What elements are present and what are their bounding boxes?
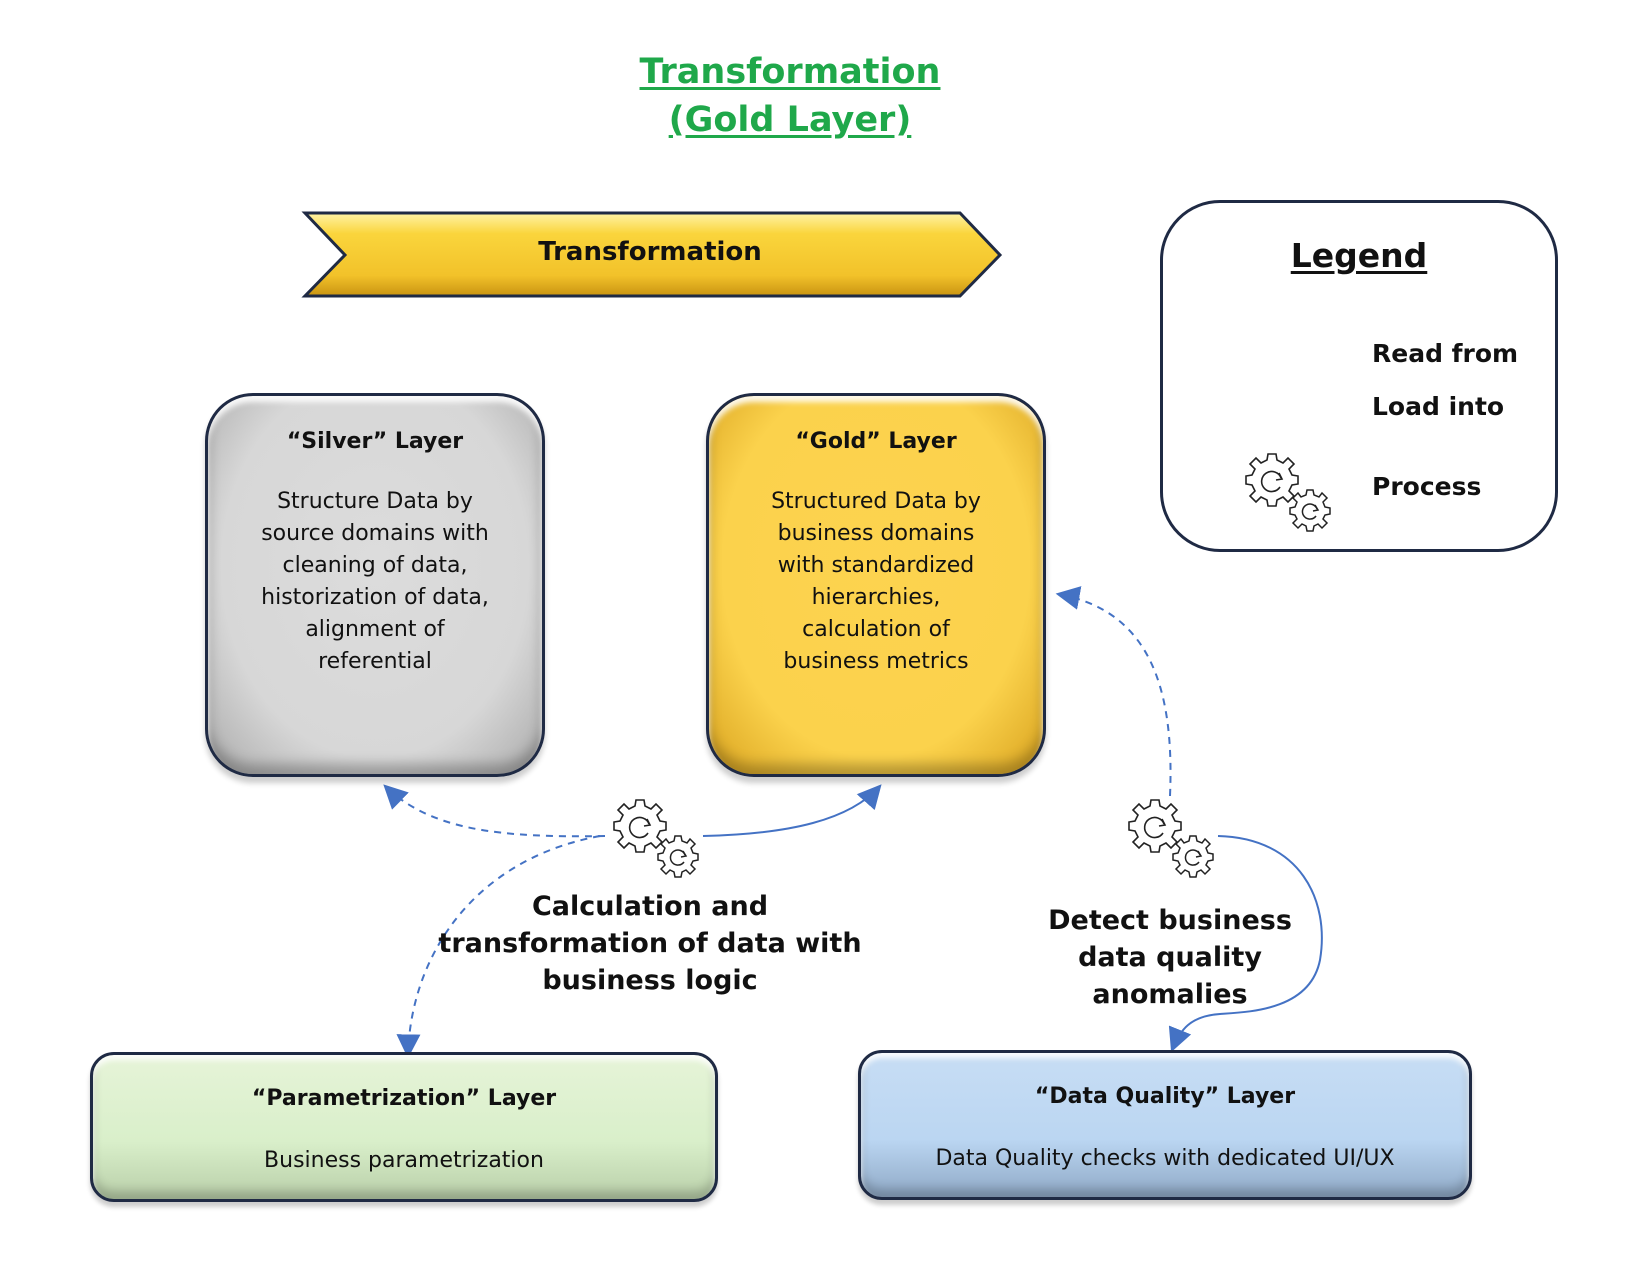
caption-line: transformation of data with: [438, 928, 862, 959]
parametrization-layer-title: “Parametrization” Layer: [251, 1086, 557, 1111]
caption-line: business logic: [542, 965, 758, 996]
silver-layer-line: historization of data,: [261, 585, 489, 610]
page-title: Transformation (Gold Layer): [0, 48, 1580, 144]
caption-line: anomalies: [1092, 979, 1248, 1010]
load-into-data-quality-arrow: [1168, 835, 1323, 1053]
caption-line: Detect business: [1048, 905, 1292, 936]
legend-load-into-label: Load into: [1372, 392, 1505, 421]
gold-layer-line: Structured Data by: [771, 489, 981, 514]
silver-layer-line: referential: [318, 649, 432, 674]
silver-layer-title: “Silver” Layer: [286, 429, 464, 454]
caption-line: data quality: [1078, 942, 1262, 973]
silver-layer-line: alignment of: [305, 617, 445, 642]
gold-layer-line: calculation of: [802, 617, 950, 642]
legend-title: Legend: [1290, 236, 1428, 275]
quality-process-caption: Detect business data quality anomalies: [1020, 902, 1320, 1013]
parametrization-layer-box: “Parametrization” Layer Business paramet…: [90, 1052, 718, 1202]
data-quality-layer-title: “Data Quality” Layer: [1034, 1084, 1296, 1109]
load-into-gold-arrow: [702, 784, 882, 837]
data-quality-layer-box: “Data Quality” Layer Data Quality checks…: [858, 1050, 1472, 1200]
silver-layer-line: cleaning of data,: [282, 553, 468, 578]
page-title-line-1: Transformation: [639, 52, 941, 92]
silver-layer-line: Structure Data by: [277, 489, 473, 514]
read-from-parametrization-arrow: [396, 835, 601, 1059]
gold-layer-line: hierarchies,: [811, 585, 941, 610]
silver-layer-box: “Silver” Layer Structure Data by source …: [205, 393, 545, 777]
page-title-line-2: (Gold Layer): [668, 100, 912, 140]
transformation-process-caption: Calculation and transformation of data w…: [430, 888, 870, 999]
transformation-process-gears-icon: [613, 799, 699, 878]
parametrization-layer-description: Business parametrization: [264, 1148, 544, 1173]
legend-read-from-label: Read from: [1372, 339, 1519, 368]
gold-layer-line: business domains: [777, 521, 975, 546]
caption-line: Calculation and: [531, 891, 769, 922]
silver-layer-line: source domains with: [261, 521, 489, 546]
legend-process-label: Process: [1372, 472, 1482, 501]
read-from-silver-arrow: [383, 784, 606, 838]
data-quality-layer-description: Data Quality checks with dedicated UI/UX: [935, 1146, 1395, 1171]
gold-layer-line: with standardized: [777, 553, 975, 578]
gold-layer-title: “Gold” Layer: [795, 429, 957, 454]
gold-layer-line: business metrics: [783, 649, 969, 674]
transformation-banner: [301, 211, 1003, 298]
gold-layer-box: “Gold” Layer Structured Data by business…: [706, 393, 1046, 777]
read-from-gold-arrow: [1055, 586, 1172, 797]
transformation-banner-label: Transformation: [538, 237, 762, 267]
quality-process-gears-icon: [1128, 799, 1214, 878]
legend-box: [1160, 200, 1558, 552]
